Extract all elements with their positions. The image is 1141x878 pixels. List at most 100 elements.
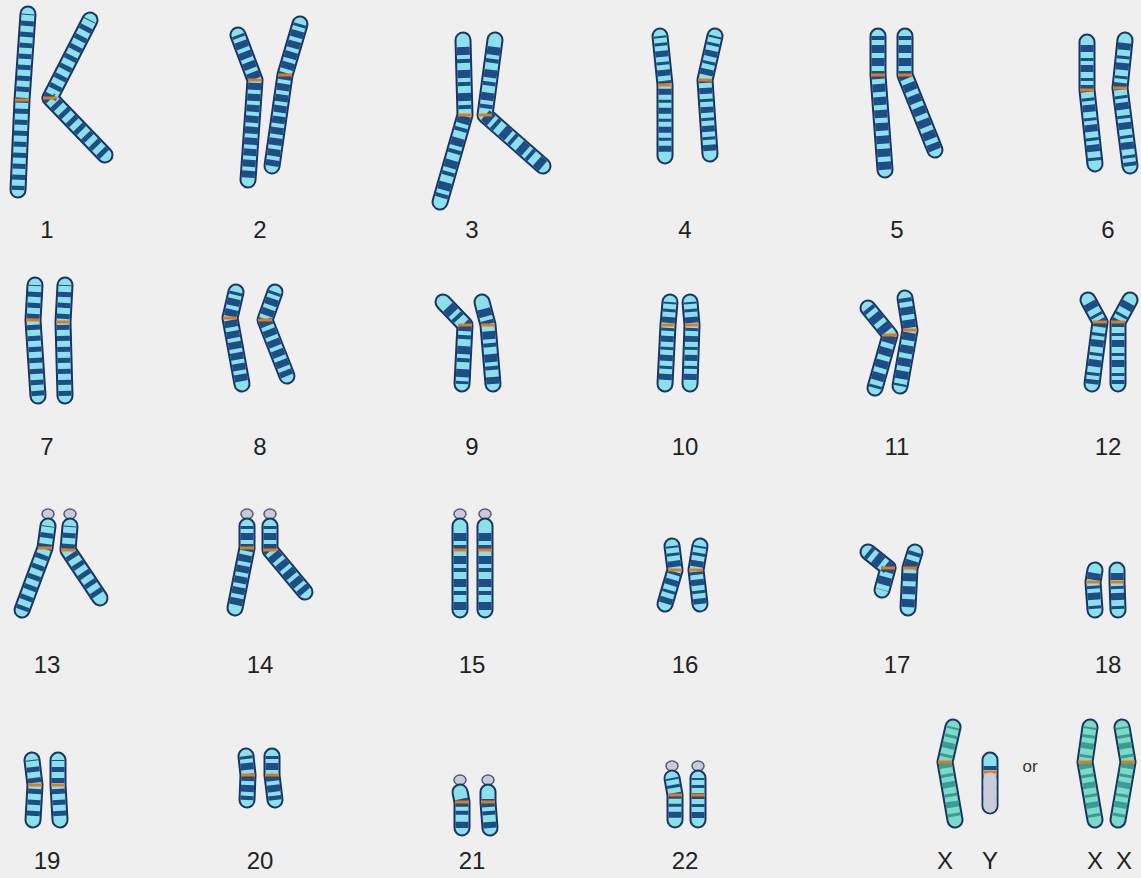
chromosome-body [672,778,675,820]
centromere [668,794,682,797]
chromosome-band [270,526,305,592]
chromosome-outline [900,298,910,386]
chromosome-number: 21 [459,847,486,875]
chromosome-band [1120,40,1130,166]
chromosome-band [705,36,715,154]
chromosome-body [440,40,465,202]
chromosome-band [32,760,35,820]
x-chromosome [938,727,955,820]
chromosome-body [1088,300,1100,384]
chromosome-number: 22 [672,847,699,875]
chromosome-outline [460,792,462,828]
centromere [1080,89,1094,92]
centromere [1093,321,1107,324]
chromosome-band [33,285,38,396]
chromosome-band [908,552,915,608]
chromosome-outline [665,302,670,384]
chromosome-outline [1118,727,1128,820]
centromere [871,74,885,77]
centromere [1121,761,1135,764]
chromosome-body [460,792,462,828]
centromere [28,784,42,787]
chromosome-number: 13 [34,651,61,679]
chromosome-band [18,14,28,190]
centromere [881,567,895,570]
centromere [56,321,70,324]
heterochromatin [984,779,997,806]
chromosome [1111,300,1130,384]
chromosome [481,792,495,828]
chromosome-outline [1093,570,1095,610]
centromere [1086,581,1100,584]
chromosome-band [272,756,275,800]
chromosome-band [454,526,467,610]
chromosome-outline [235,526,247,608]
chromosome [685,302,699,384]
centromere [43,97,57,100]
chromosome-outline [1117,570,1118,610]
chromosome-band [696,546,700,604]
centromere [458,114,472,117]
chromosome-body [1118,300,1130,384]
chromosome-band [443,302,465,384]
chromosome-number: 1 [40,216,53,244]
centromere [240,547,254,550]
chromosome-body [878,36,885,170]
centromere [258,319,272,322]
chromosome-band [460,792,462,828]
chromosome-number: 18 [1095,651,1122,679]
chromosome-body [660,36,665,156]
chromosome [689,546,703,604]
chromosome-number: 20 [247,847,274,875]
chromosome-band [868,308,890,388]
chromosome-band [68,526,100,598]
chromosome [698,36,715,154]
centromere [1110,581,1124,584]
chromosome-band [692,778,705,820]
chromosome-band [482,302,493,384]
chromosome-band [485,40,543,166]
chromosome [43,20,105,155]
chromosome-outline [246,756,248,800]
chromosome-outline [22,526,48,610]
chromosome-outline [908,552,915,608]
chromosome-outline [440,40,465,202]
chromosome [22,526,52,610]
centromere [691,794,705,797]
y-chromosome [983,760,997,806]
centromere [903,567,917,570]
chromosome-band [905,36,935,150]
chromosome-band [1118,727,1128,820]
chromosome-band [440,40,465,202]
centromere [241,774,255,777]
centromere [26,319,40,322]
chromosome-outline [238,35,255,180]
centromere [61,549,75,552]
chromosome-number: 11 [885,433,910,461]
satellite [42,509,54,519]
centromere [668,569,682,572]
chromosome-body [868,308,890,388]
chromosome-body [63,285,65,396]
chromosome-outline [1120,40,1130,166]
chromosome [223,292,242,384]
centromere [478,549,492,552]
centromere [658,84,672,87]
chromosome-number: 9 [465,433,478,461]
chromosome-outline [696,546,700,604]
chromosome-outline [705,36,715,154]
chromosome [1086,570,1100,610]
chromosome-band [665,546,675,604]
chromosome-body [482,302,493,384]
chromosome-band [945,727,955,820]
chromosome-band [868,552,888,590]
chromosome-body [1087,42,1095,164]
chromosome-band [246,756,248,800]
chromosome-body [272,24,300,166]
chromosome-body [22,526,48,610]
chromosome [440,40,472,202]
chromosome-band [238,35,255,180]
chromosome-outline [488,792,490,828]
chromosome [868,552,895,590]
chromosome-outline [482,302,493,384]
